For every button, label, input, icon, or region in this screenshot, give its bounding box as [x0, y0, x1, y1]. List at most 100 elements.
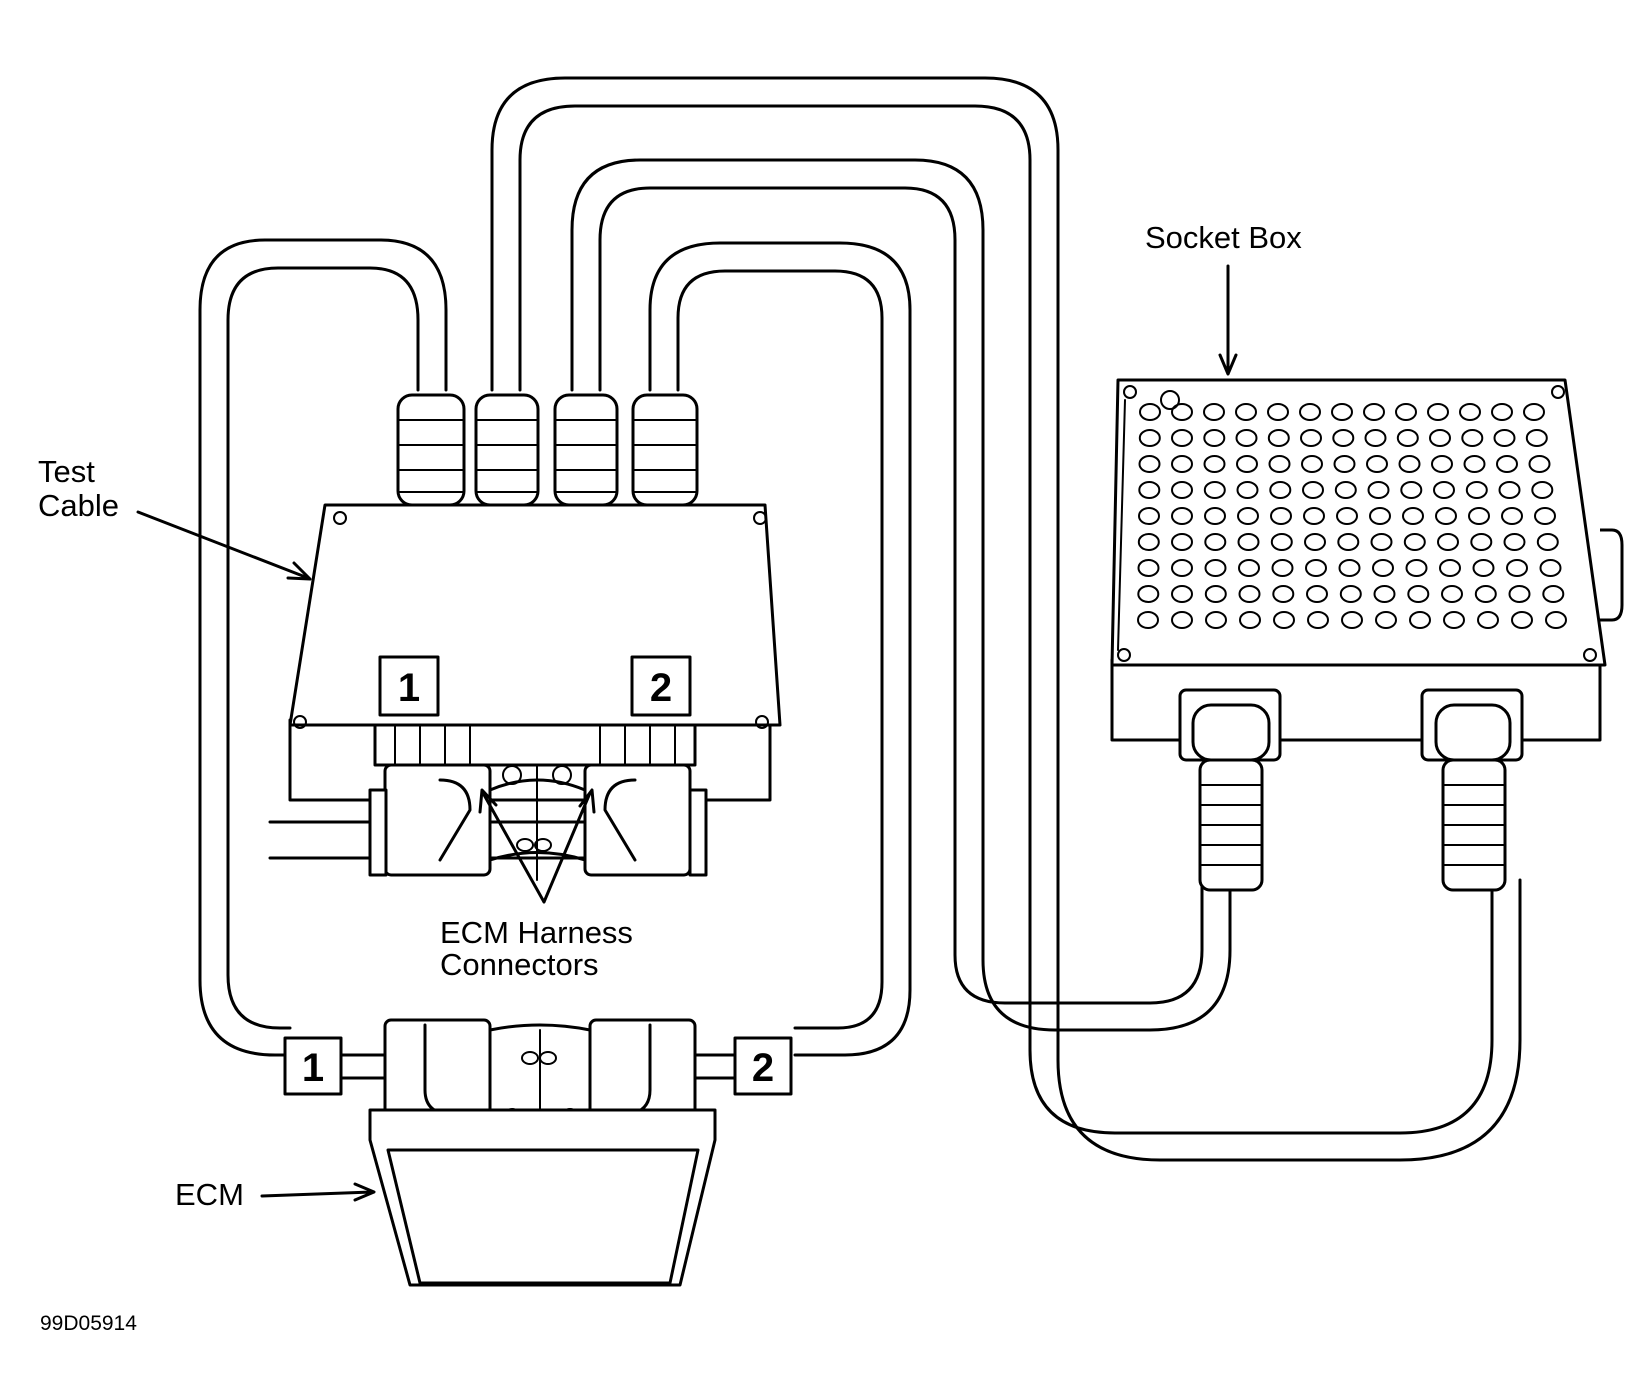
- socket-hole: [1333, 455, 1356, 473]
- socket-hole: [1236, 455, 1258, 473]
- socket-hole: [1525, 429, 1548, 447]
- cable-loop-3: [570, 158, 1232, 1032]
- test-cables: [198, 76, 1522, 1162]
- cable-loop-4-inner: [676, 269, 884, 1030]
- socket-hole: [1273, 611, 1295, 629]
- socket-hole: [1545, 611, 1567, 629]
- test-box-harness-connectors: [268, 723, 708, 881]
- socket-hole: [1235, 403, 1257, 421]
- socket-hole: [1501, 507, 1523, 525]
- socket-hole: [1508, 585, 1531, 603]
- socket-box-edge-rail: [1117, 399, 1126, 651]
- harness-label-line1: ECM Harness: [440, 915, 633, 950]
- socket-hole: [1338, 559, 1361, 577]
- figure-code: 99D05914: [40, 1312, 137, 1335]
- strain-relief-4: [631, 393, 699, 507]
- socket-hole: [1137, 585, 1160, 603]
- socket-hole: [1402, 507, 1424, 525]
- socket-hole: [1268, 455, 1291, 473]
- socket-hole: [1437, 533, 1459, 551]
- socket-hole: [1171, 533, 1193, 551]
- socket-hole: [1269, 481, 1292, 499]
- socket-hole: [1235, 429, 1258, 447]
- socket-hole: [1409, 611, 1431, 629]
- cable-loop-3-inner: [598, 186, 1204, 1005]
- socket-hole: [1171, 611, 1193, 629]
- ecm-assembly: 1 2: [283, 1018, 793, 1287]
- socket-hole: [1531, 481, 1554, 499]
- ecm-label: ECM: [175, 1177, 244, 1212]
- socket-hole: [1465, 481, 1488, 499]
- callouts: Socket Box Test Cable ECM Harness Connec…: [38, 220, 1302, 1335]
- socket-hole: [1238, 585, 1261, 603]
- socket-hole: [1171, 455, 1193, 473]
- socket-hole: [1341, 611, 1363, 629]
- socket-box: [1110, 378, 1624, 892]
- socket-hole: [1204, 533, 1227, 551]
- socket-hole: [1403, 533, 1426, 551]
- socket-hole: [1461, 429, 1484, 447]
- socket-hole: [1472, 559, 1495, 577]
- socket-hole: [1493, 429, 1516, 447]
- test-cable-label-line2: Cable: [38, 488, 119, 523]
- socket-hole: [1363, 403, 1385, 421]
- socket-hole: [1203, 429, 1226, 447]
- socket-hole: [1367, 481, 1390, 499]
- socket-hole: [1468, 507, 1490, 525]
- cable-loop-1-inner: [226, 266, 420, 1030]
- socket-hole: [1528, 455, 1551, 473]
- socket-hole: [1372, 559, 1394, 577]
- socket-hole: [1339, 585, 1362, 603]
- socket-hole: [1205, 611, 1227, 629]
- socket-hole: [1539, 559, 1562, 577]
- socket-hole: [1138, 481, 1161, 499]
- socket-hole: [1463, 455, 1486, 473]
- harness-label-line2: Connectors: [440, 947, 599, 982]
- socket-hole: [1137, 611, 1159, 629]
- socket-hole: [1441, 585, 1463, 603]
- test-box-connector-1-number: 1: [398, 666, 420, 710]
- socket-hole: [1272, 585, 1295, 603]
- socket-hole: [1498, 481, 1521, 499]
- socket-hole: [1398, 455, 1421, 473]
- socket-hole: [1137, 559, 1160, 577]
- socket-hole: [1332, 429, 1355, 447]
- cable-loop-4: [648, 241, 912, 1057]
- ecm-connector-2-number: 2: [752, 1046, 774, 1090]
- socket-hole: [1506, 559, 1528, 577]
- socket-hole: [1491, 403, 1513, 421]
- socket-hole: [1171, 507, 1193, 525]
- test-box-connector-1-tag: [378, 655, 440, 717]
- socket-hole: [1171, 429, 1193, 447]
- socket-hole: [1300, 429, 1322, 447]
- socket-hole: [1366, 455, 1388, 473]
- socket-hole: [1375, 611, 1397, 629]
- socket-hole: [1395, 403, 1417, 421]
- socket-hole: [1429, 429, 1451, 447]
- strain-relief-3: [553, 393, 619, 507]
- test-box-connector-2-tag: [630, 655, 692, 717]
- socket-hole: [1171, 585, 1193, 603]
- socket-hole: [1304, 533, 1326, 551]
- socket-hole: [1511, 611, 1533, 629]
- test-cable-box: 1 2: [268, 393, 782, 881]
- ecm-connector-1-number: 1: [302, 1046, 324, 1090]
- socket-hole: [1204, 559, 1227, 577]
- socket-hole: [1370, 533, 1393, 551]
- socket-hole: [1270, 507, 1292, 525]
- socket-hole: [1171, 403, 1193, 421]
- cable-loop-2-inner: [518, 104, 1494, 1135]
- socket-hole: [1238, 559, 1260, 577]
- test-box-top: [288, 503, 782, 727]
- socket-hole: [1237, 507, 1259, 525]
- socket-hole: [1171, 481, 1193, 499]
- socket-hole: [1203, 455, 1226, 473]
- socket-hole: [1236, 481, 1259, 499]
- socket-hole: [1306, 585, 1328, 603]
- socket-hole: [1503, 533, 1526, 551]
- socket-hole: [1407, 585, 1430, 603]
- socket-box-label: Socket Box: [1145, 220, 1302, 255]
- socket-hole: [1433, 481, 1455, 499]
- test-cable-label-line1: Test: [38, 454, 95, 489]
- socket-hole: [1267, 403, 1289, 421]
